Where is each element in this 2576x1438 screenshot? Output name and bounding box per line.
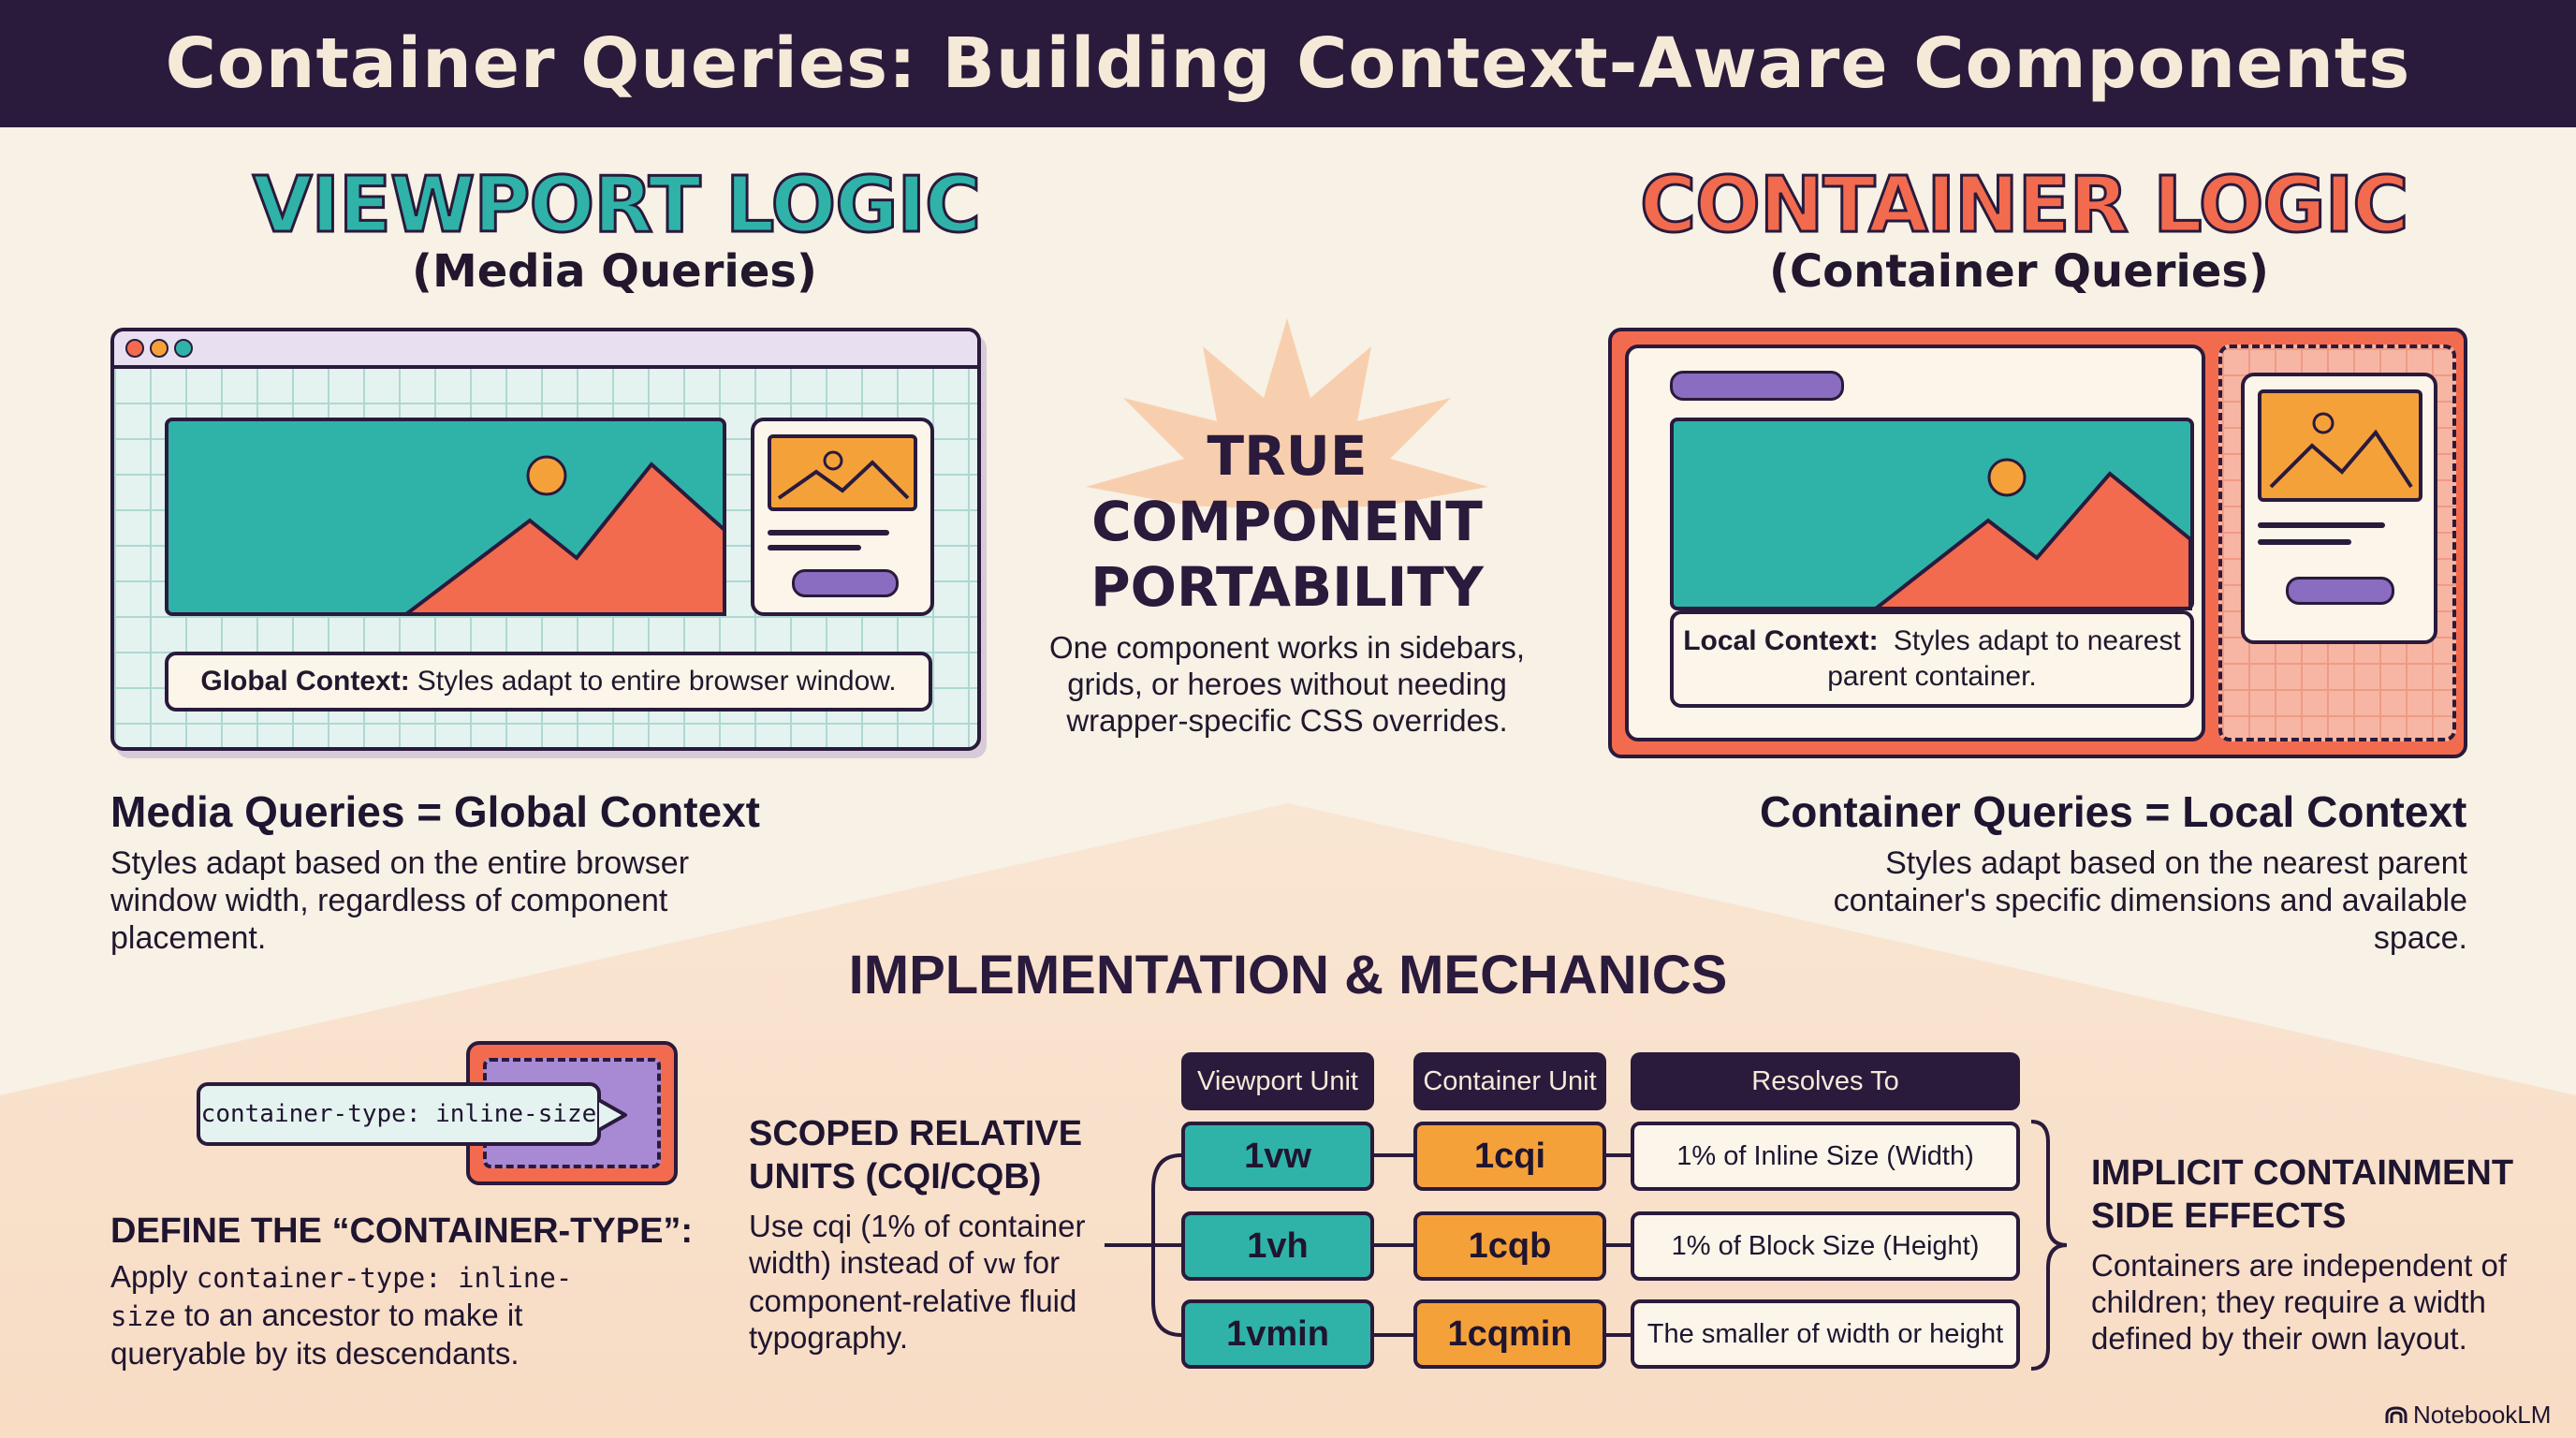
card-illustration	[2241, 373, 2437, 644]
notebooklm-logo-icon	[2385, 1405, 2408, 1423]
container-unit-cell: 1cqb	[1413, 1211, 1606, 1281]
scoped-text-part-2: for component-relative fluid typography.	[749, 1245, 1077, 1355]
implicit-containment-title: IMPLICIT CONTAINMENT SIDE EFFECTS	[2091, 1153, 2514, 1236]
scoped-code: vw	[982, 1248, 1016, 1280]
notebooklm-brand: NotebookLM	[2385, 1401, 2551, 1430]
viewport-unit-header: Viewport Unit	[1181, 1052, 1374, 1110]
viewport-caption: Global Context: Styles adapt to entire b…	[165, 652, 932, 712]
landscape-image-icon	[165, 418, 726, 616]
portability-text: One component works in sidebars, grids, …	[1048, 630, 1526, 738]
table-connectors	[1105, 1153, 1632, 1337]
portability-line-1: TRUE	[1207, 424, 1368, 488]
header-bar: Container Queries: Building Context-Awar…	[0, 0, 2576, 127]
implicit-containment-text: Containers are independent of children; …	[2091, 1248, 2507, 1356]
caption-label: Global Context:	[200, 666, 410, 697]
container-unit-cell: 1cqmin	[1413, 1299, 1606, 1369]
card-illustration	[751, 418, 934, 616]
code-tag: container-type: inline-size	[197, 1082, 601, 1146]
heading-bar-illustration	[1670, 371, 1844, 401]
sidebar-container-panel	[2218, 345, 2456, 741]
caption-text: Styles adapt to entire browser window.	[417, 666, 897, 697]
landscape-image-icon	[1670, 418, 2194, 610]
image-icon	[768, 434, 917, 511]
resolves-to-cell: 1% of Block Size (Height)	[1631, 1211, 2020, 1281]
container-caption: Local Context: Styles adapt to nearest p…	[1670, 610, 2194, 708]
viewport-unit-cell: 1vw	[1181, 1122, 1374, 1191]
text-line	[768, 530, 889, 536]
container-unit-header: Container Unit	[1413, 1052, 1606, 1110]
scoped-units-text: Use cqi (1% of container width) instead …	[749, 1208, 1105, 1356]
right-brace-icon	[2030, 1120, 2068, 1371]
viewport-logic-subheading: (Media Queries)	[412, 245, 817, 298]
pointer-arrow-icon	[597, 1097, 627, 1133]
image-icon	[2258, 389, 2422, 502]
caption-text: Styles adapt to nearest parent container…	[1827, 625, 2181, 692]
resolves-to-cell: The smaller of width or height	[1631, 1299, 2020, 1369]
text-line	[2258, 539, 2351, 545]
browser-title-bar	[114, 331, 977, 369]
resolves-to-cell: 1% of Inline Size (Width)	[1631, 1122, 2020, 1191]
button-illustration	[2286, 577, 2394, 605]
define-code: container-type: inline-size	[110, 1262, 573, 1332]
button-illustration	[792, 569, 899, 597]
viewport-logic-heading: VIEWPORT LOGIC	[251, 160, 982, 252]
define-text-part-1: Apply	[110, 1259, 188, 1294]
media-queries-text: Styles adapt based on the entire browser…	[110, 845, 690, 956]
page-title: Container Queries: Building Context-Awar…	[165, 23, 2411, 104]
container-logic-subheading: (Container Queries)	[1769, 245, 2269, 298]
scoped-units-title: SCOPED RELATIVE UNITS (CQI/CQB)	[749, 1114, 1083, 1196]
viewport-unit-cell: 1vh	[1181, 1211, 1374, 1281]
starburst-icon	[1086, 318, 1488, 510]
define-container-type-title: DEFINE THE “CONTAINER-TYPE”:	[110, 1211, 694, 1251]
container-logic-heading: CONTAINER LOGIC	[1638, 160, 2409, 252]
window-dot-icon	[125, 339, 144, 358]
window-dot-icon	[174, 339, 193, 358]
define-text-part-2: to an ancestor to make it queryable by i…	[110, 1298, 523, 1371]
resolves-to-header: Resolves To	[1631, 1052, 2020, 1110]
container-unit-cell: 1cqi	[1413, 1122, 1606, 1191]
container-queries-text: Styles adapt based on the nearest parent…	[1833, 845, 2467, 956]
portability-line-2: COMPONENT	[1091, 490, 1483, 553]
portability-line-3: PORTABILITY	[1090, 555, 1484, 619]
scoped-text-part-1: Use cqi (1% of container width) instead …	[749, 1209, 1086, 1280]
container-queries-title: Container Queries = Local Context	[1760, 787, 2467, 836]
media-queries-title: Media Queries = Global Context	[110, 787, 760, 836]
portability-heading: TRUE COMPONENT PORTABILITY	[1030, 423, 1544, 620]
browser-window-illustration: Global Context: Styles adapt to entire b…	[110, 328, 981, 751]
main-container-panel: Local Context: Styles adapt to nearest p…	[1625, 345, 2205, 741]
window-dot-icon	[150, 339, 168, 358]
text-line	[768, 545, 861, 550]
implementation-heading: IMPLEMENTATION & MECHANICS	[848, 945, 1728, 1005]
caption-label: Local Context:	[1683, 625, 1879, 656]
brand-name: NotebookLM	[2413, 1401, 2552, 1429]
viewport-unit-cell: 1vmin	[1181, 1299, 1374, 1369]
text-line	[2258, 522, 2385, 528]
define-container-type-text: Apply container-type: inline-size to an …	[110, 1258, 635, 1372]
container-illustration: Local Context: Styles adapt to nearest p…	[1608, 328, 2467, 758]
